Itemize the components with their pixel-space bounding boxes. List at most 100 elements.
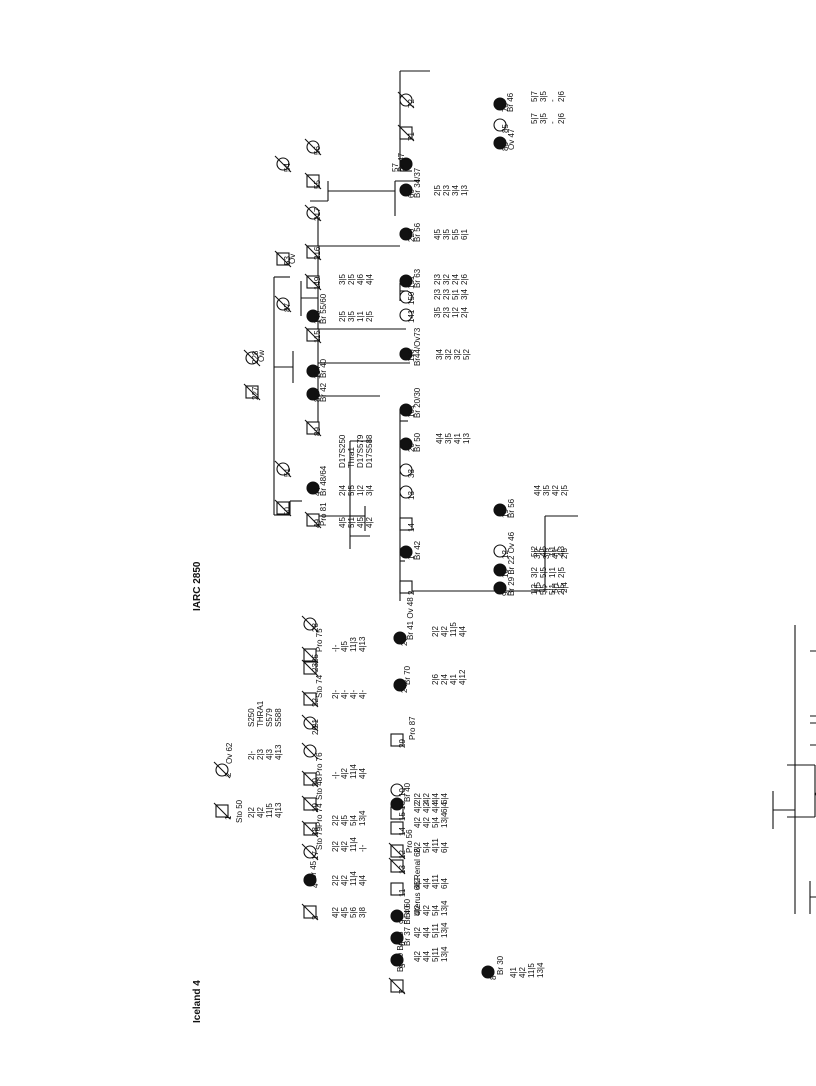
individual-5 xyxy=(390,953,404,967)
genotype-value: 2|5 xyxy=(365,310,374,322)
genotype-value: 2|6 xyxy=(460,273,469,285)
genotype-value: 2|3 xyxy=(433,288,442,300)
individual-r73 xyxy=(493,97,507,111)
individual-11 xyxy=(390,882,404,896)
genotype-value: 3|8 xyxy=(358,906,367,918)
genotype-value: 6|4 xyxy=(440,801,449,813)
individual-r44 xyxy=(306,481,320,495)
label-i28: 28 xyxy=(311,623,320,632)
label-r83s: Ov 47 xyxy=(507,128,516,150)
label-r216: 216 xyxy=(313,246,322,260)
individual-29 xyxy=(390,733,404,747)
individual-r227 xyxy=(243,383,261,401)
individual-22 xyxy=(301,690,319,708)
label-r9: 9 xyxy=(501,591,510,596)
label-i25s: Pro 75 xyxy=(315,628,324,652)
genotype-value: 2|2 xyxy=(247,806,256,818)
genotype-value: 6|4 xyxy=(440,841,449,853)
genotype-value: 1|3 xyxy=(460,184,469,196)
individual-12 xyxy=(388,842,406,860)
label-r228: 228 xyxy=(251,350,260,364)
genotype-value: 11|4 xyxy=(349,871,358,886)
genotype-value: 2|3 xyxy=(442,184,451,196)
label-r50: 50 xyxy=(283,507,292,516)
genotype-value: 2|2 xyxy=(331,814,340,826)
genotype-value: 4|2 xyxy=(551,484,560,496)
label-r148s: Br 55/60 xyxy=(319,293,328,324)
individual-17 xyxy=(301,843,319,861)
genotype-g22: 2|-4|-4|-4|- xyxy=(331,689,367,699)
genotype-value: 4|4 xyxy=(431,792,440,804)
genotype-value: 4|3 xyxy=(265,748,274,760)
label-i17: 17 xyxy=(311,851,320,860)
individual-28 xyxy=(301,615,319,633)
individual-8 xyxy=(481,965,495,979)
label-i20s: Pro 76 xyxy=(315,752,324,776)
genotype-value: 4|5 xyxy=(539,545,548,557)
marker-name: S579 xyxy=(265,708,274,727)
genotype-value: 4|1 xyxy=(449,673,458,685)
genotype-value: 4|13 xyxy=(358,636,367,652)
genotype-value: 11|5 xyxy=(449,622,458,637)
genotype-value: 4|4 xyxy=(422,926,431,938)
label-r114: 114 xyxy=(313,366,322,379)
label-r148: 148 xyxy=(313,310,322,324)
genotype-value: 4|4 xyxy=(422,877,431,889)
marker-name: D17S588 xyxy=(365,434,374,468)
genotype-value: 4|2 xyxy=(340,874,349,886)
individual-r12 xyxy=(493,544,507,558)
individual-7 xyxy=(388,977,406,995)
genotype-value: 5|1 xyxy=(551,581,560,593)
label-r66: Renal 66 xyxy=(413,847,422,880)
label-i8s: Br 30 xyxy=(496,955,505,975)
genotype-value: 5|4 xyxy=(431,816,440,828)
label-r73: 73 xyxy=(501,103,510,112)
label-r88: 88 xyxy=(313,393,322,402)
genotype-value: 4|4 xyxy=(358,874,367,886)
genotype-value: 4|4 xyxy=(458,625,467,637)
genotype-value: 11|3 xyxy=(349,637,358,652)
label-r220: 220 xyxy=(407,228,416,242)
label-i2: 2 xyxy=(224,772,233,777)
individual-r49 xyxy=(304,511,322,529)
individual-r20 xyxy=(399,437,413,451)
genotype-value: 1|1 xyxy=(548,545,557,557)
genotype-value: 1|2 xyxy=(530,583,539,595)
genotype-value: 2|5 xyxy=(560,547,569,559)
label-r1: 1 xyxy=(407,555,416,560)
individual-14 xyxy=(390,821,404,835)
genotype-value: 4|2 xyxy=(413,801,422,813)
label-r101: 101 xyxy=(407,404,416,418)
genotype-value: 4|5 xyxy=(340,906,349,918)
genotype-value: 4|4 xyxy=(533,484,542,496)
genotype-value: 11|5 xyxy=(265,803,274,818)
genotype-value: 4|2 xyxy=(422,792,431,804)
label-r115: 115 xyxy=(313,330,322,343)
individual-20 xyxy=(301,770,319,788)
genotype-value: 4|5 xyxy=(433,228,442,240)
label-i8: 8 xyxy=(489,975,498,980)
label-i22s: Sto 74 xyxy=(315,674,324,698)
genotype-value: 3|5 xyxy=(442,228,451,240)
genotype-value: 4|2 xyxy=(422,801,431,813)
genotype-value: 1|3 xyxy=(462,432,471,444)
genotype-value: 2|3 xyxy=(442,306,451,318)
genotype-value: 3|4 xyxy=(435,348,444,360)
genotype-value: 2|5 xyxy=(347,273,356,285)
genotype-value: 13|4 xyxy=(440,946,449,962)
individual-r220 xyxy=(399,227,413,241)
label-i18s: Pro 74 xyxy=(315,803,324,827)
genotype-value: 4|13 xyxy=(274,802,283,818)
